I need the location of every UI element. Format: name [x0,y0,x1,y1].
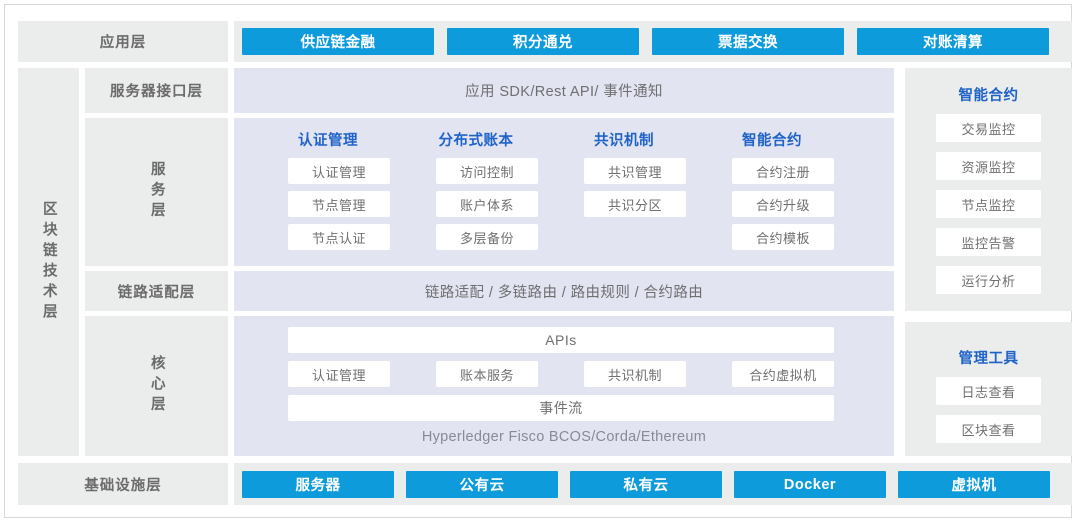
infrastructure-layer-label-box: 基础设施层 [18,463,228,505]
link-adaptation-layer-bar: 链路适配 / 多链路由 / 路由规则 / 合约路由 [234,271,894,311]
service-chip-consensus-0[interactable]: 共识管理 [584,158,686,184]
infra-button-server[interactable]: 服务器 [242,471,394,498]
service-chip-contract-0[interactable]: 合约注册 [732,158,834,184]
service-chip-auth-1[interactable]: 节点管理 [288,191,390,217]
core-layer-footer-text: Hyperledger Fisco BCOS/Corda/Ethereum [421,429,707,445]
server-interface-layer-label-box: 服务器接口层 [85,68,228,113]
service-col-heading-contract: 智能合约 [742,132,802,149]
core-layer-label: 核心层 [148,355,165,417]
link-adaptation-bar-text: 链路适配 / 多链路由 / 路由规则 / 合约路由 [424,284,704,301]
server-interface-layer-bar: 应用 SDK/Rest API/ 事件通知 [234,68,894,113]
service-chip-auth-2[interactable]: 节点认证 [288,224,390,250]
service-chip-ledger-0[interactable]: 访问控制 [436,158,538,184]
blockchain-tech-layer-spine: 区块链技术层 [18,68,79,456]
service-col-heading-auth: 认证管理 [298,132,358,149]
core-apis-bar[interactable]: APIs [288,327,834,353]
service-chip-contract-1[interactable]: 合约升级 [732,191,834,217]
infrastructure-layer-button-strip: 服务器 公有云 私有云 Docker 虚拟机 [234,463,1072,505]
core-module-contract-vm[interactable]: 合约虚拟机 [732,361,834,387]
infra-button-private-cloud[interactable]: 私有云 [570,471,722,498]
infrastructure-layer-label: 基础设施层 [84,477,162,494]
infra-button-public-cloud[interactable]: 公有云 [406,471,558,498]
service-chip-ledger-1[interactable]: 账户体系 [436,191,538,217]
link-adaptation-layer-label: 链路适配层 [117,284,196,301]
core-module-auth[interactable]: 认证管理 [288,361,390,387]
service-chip-auth-0[interactable]: 认证管理 [288,158,390,184]
service-col-heading-consensus: 共识机制 [594,132,654,149]
side-panel-smart-contract: 智能合约 交易监控 资源监控 节点监控 监控告警 运行分析 [905,68,1072,311]
side-chip-node-monitor[interactable]: 节点监控 [936,190,1041,218]
core-module-ledger-service[interactable]: 账本服务 [436,361,538,387]
core-event-stream-bar[interactable]: 事件流 [288,395,834,421]
side-chip-block-viewer[interactable]: 区块查看 [936,415,1041,443]
infra-button-virtual-machine[interactable]: 虚拟机 [898,471,1050,498]
service-chip-ledger-2[interactable]: 多层备份 [436,224,538,250]
server-interface-layer-label: 服务器接口层 [110,84,203,100]
application-layer-label-box: 应用层 [18,21,228,62]
blockchain-tech-layer-label: 区块链技术层 [40,200,57,324]
app-button-reconciliation-settlement[interactable]: 对账清算 [857,28,1049,55]
infra-button-docker[interactable]: Docker [734,471,886,498]
core-module-consensus[interactable]: 共识机制 [584,361,686,387]
app-button-bill-exchange[interactable]: 票据交换 [652,28,844,55]
app-button-points-exchange[interactable]: 积分通兑 [447,28,639,55]
service-chip-consensus-1[interactable]: 共识分区 [584,191,686,217]
core-layer-label-box: 核心层 [85,316,228,456]
application-layer-label: 应用层 [99,35,147,51]
server-interface-bar-text: 应用 SDK/Rest API/ 事件通知 [465,84,663,100]
side-chip-transaction-monitor[interactable]: 交易监控 [936,114,1041,142]
core-layer-panel: APIs 认证管理 账本服务 共识机制 合约虚拟机 事件流 Hyperledge… [234,316,894,456]
side-chip-operation-analysis[interactable]: 运行分析 [936,266,1041,294]
service-col-heading-ledger: 分布式账本 [438,132,514,149]
service-layer-label-box: 服务层 [85,118,228,266]
application-layer-button-strip: 供应链金融 积分通兑 票据交换 对账清算 [234,21,1072,62]
side-panel-heading-smart-contract: 智能合约 [958,87,1019,104]
link-adaptation-layer-label-box: 链路适配层 [85,271,228,311]
side-chip-resource-monitor[interactable]: 资源监控 [936,152,1041,180]
service-layer-panel: 认证管理 认证管理 节点管理 节点认证 分布式账本 访问控制 账户体系 多层备份… [234,118,894,266]
service-chip-contract-2[interactable]: 合约模板 [732,224,834,250]
app-button-supply-chain-finance[interactable]: 供应链金融 [242,28,434,55]
side-panel-management-tools: 管理工具 日志查看 区块查看 [905,322,1072,456]
side-panel-heading-management-tools: 管理工具 [958,350,1019,367]
service-layer-label: 服务层 [148,161,165,223]
side-chip-monitor-alarm[interactable]: 监控告警 [936,228,1041,256]
side-chip-log-viewer[interactable]: 日志查看 [936,377,1041,405]
